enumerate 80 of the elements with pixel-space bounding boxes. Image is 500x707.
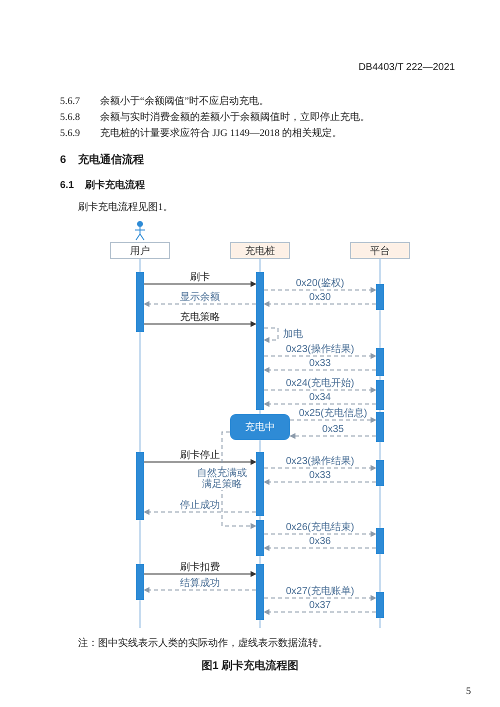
section-heading: 充电通信流程	[78, 154, 144, 168]
arrow	[263, 479, 376, 485]
edge-label: 0x33	[308, 358, 332, 369]
activation-bar	[376, 380, 384, 410]
arrow	[144, 571, 257, 577]
activation-bar	[256, 564, 264, 620]
arrow	[264, 387, 377, 393]
edge-label: 0x30	[308, 292, 332, 303]
edge-label: 0x34	[308, 392, 332, 403]
body-text: 刷卡充电流程见图1。	[78, 202, 173, 214]
edge-label: 停止成功	[179, 500, 221, 511]
clause-text: 充电桩的计量要求应符合 JJG 1149—2018 的相关规定。	[100, 128, 342, 140]
document-code: DB4403/T 222—2021	[358, 62, 455, 74]
clause-number: 5.6.8	[60, 112, 80, 124]
edge-label: 0x27(充电账单)	[284, 586, 356, 597]
activation-bar	[136, 452, 144, 520]
section-number: 6.1	[60, 180, 74, 192]
edge-label: 0x23(操作结果)	[284, 344, 356, 355]
edge-label: 0x26(充电结束)	[284, 522, 356, 533]
edge-label: 刷卡停止	[179, 450, 221, 461]
arrow	[264, 531, 377, 537]
arrow	[144, 281, 257, 287]
figure-note: 注：图中实线表示人类的实际动作，虚线表示数据流转。	[78, 638, 328, 650]
activation-bar	[136, 564, 144, 600]
arrow	[143, 587, 256, 593]
arrow	[263, 609, 376, 615]
arrow	[263, 328, 278, 343]
arrow	[143, 301, 256, 307]
arrow	[263, 301, 376, 307]
activation-bar	[376, 592, 384, 618]
arrow	[143, 509, 256, 515]
activation-bar	[256, 272, 264, 380]
participant-box: 平台	[350, 242, 410, 259]
activation-bar	[136, 272, 144, 332]
section-heading: 刷卡充电流程	[85, 180, 145, 192]
arrow	[222, 432, 257, 529]
edge-label: 0x20(鉴权)	[294, 278, 346, 289]
activation-bar	[376, 528, 384, 554]
clause-text: 余额小于“余额阈值”时不应启动充电。	[100, 96, 269, 108]
edge-label: 显示余额	[179, 292, 221, 303]
arrow	[144, 459, 257, 465]
edge-label: 0x36	[308, 536, 332, 547]
page-number: 5	[466, 686, 471, 698]
edge-label: 刷卡	[189, 272, 211, 283]
edge-label: 0x23(操作结果)	[284, 456, 356, 467]
edge-label: 0x24(充电开始)	[284, 378, 356, 389]
arrow	[290, 417, 377, 423]
edge-label: 0x37	[308, 600, 332, 611]
section-number: 6	[60, 154, 66, 168]
clause-number: 5.6.9	[60, 128, 80, 140]
arrow	[263, 545, 376, 551]
arrow	[263, 401, 376, 407]
edge-label: 结算成功	[179, 578, 221, 589]
activation-bar	[256, 380, 264, 410]
edge-label: 0x35	[321, 424, 345, 435]
edge-label: 充电策略	[179, 312, 221, 323]
clause-text: 余额与实时消费金额的差额小于余额阈值时，立即停止充电。	[100, 112, 370, 124]
edge-label: 0x33	[308, 470, 332, 481]
activation-bar	[376, 460, 384, 486]
edge-label: 0x25(充电信息)	[298, 408, 368, 419]
figure-caption: 图1 刷卡充电流程图	[201, 658, 299, 673]
activation-bar	[256, 520, 264, 556]
activation-bar	[376, 412, 384, 442]
arrow	[263, 367, 376, 373]
state-box: 充电中	[230, 414, 290, 440]
arrow	[264, 595, 377, 601]
clause-number: 5.6.7	[60, 96, 80, 108]
arrow	[289, 433, 376, 439]
edge-label: 刷卡扣费	[179, 562, 221, 573]
arrow	[144, 321, 257, 327]
edge-label: 自然充满或满足策略	[195, 468, 249, 490]
participant-box: 用户	[110, 242, 170, 259]
activation-bar	[376, 284, 384, 310]
arrow	[264, 465, 377, 471]
activation-bar	[376, 348, 384, 376]
activation-bar	[256, 452, 264, 516]
participant-box: 充电桩	[230, 242, 290, 259]
edge-label: 加电	[282, 329, 304, 340]
arrow	[264, 353, 377, 359]
arrow	[264, 287, 377, 293]
